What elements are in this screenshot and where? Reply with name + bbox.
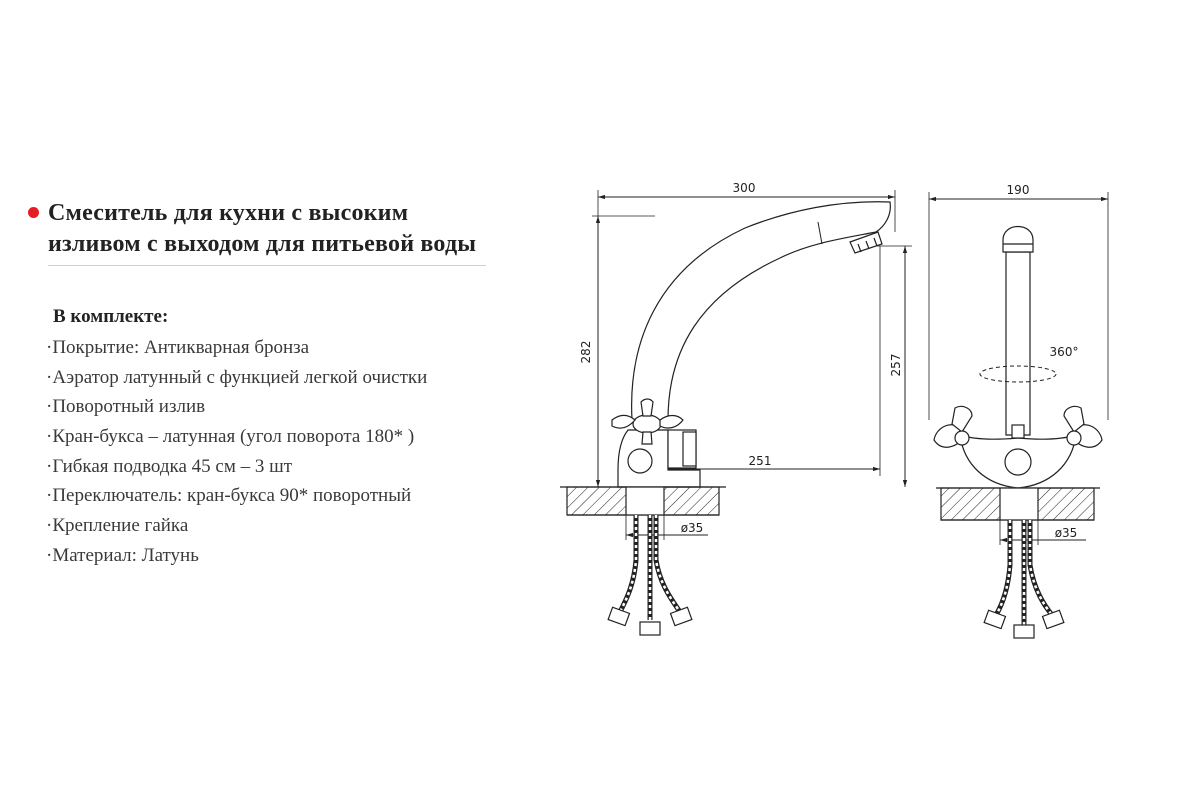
handle-cross-icon xyxy=(611,398,684,474)
product-title-line-1: Смеситель для кухни с высоким xyxy=(48,200,409,226)
product-title: Смеситель для кухни с высоким изливом с … xyxy=(48,198,568,260)
kit-label: В комплекте: xyxy=(53,306,169,327)
dimension-label: 251 xyxy=(749,454,772,468)
dimension-reach-251: 251 xyxy=(665,246,881,476)
hose-nut-icon xyxy=(983,609,1065,639)
spout-column xyxy=(1005,251,1031,436)
front-view: 190 360° xyxy=(928,183,1109,639)
spec-item: ·Кран-букса – латунная (угол поворота 18… xyxy=(46,426,415,448)
dimension-hole-diameter: ø35 xyxy=(625,515,708,540)
dimension-label: 300 xyxy=(733,181,756,195)
spout-outline xyxy=(631,201,891,421)
rotation-indicator: 360° xyxy=(979,345,1079,383)
dimension-height-257: 257 xyxy=(872,245,912,487)
dimension-label: 282 xyxy=(579,341,593,364)
spec-item: ·Аэратор латунный с функцией легкой очис… xyxy=(46,366,428,388)
title-bullet-icon xyxy=(28,207,39,218)
spec-list: ·Покрытие: Антикварная бронза ·Аэратор л… xyxy=(46,333,427,571)
spec-item: ·Материал: Латунь xyxy=(46,544,199,566)
spec-item: ·Переключатель: кран-букса 90* поворотны… xyxy=(46,485,412,507)
spec-item: ·Крепление гайка xyxy=(46,515,189,537)
spec-item: ·Поворотный излив xyxy=(46,396,206,418)
flexible-hoses xyxy=(617,515,683,620)
dimension-hole-diameter: ø35 xyxy=(999,520,1086,545)
dimension-label: ø35 xyxy=(681,521,704,535)
rotation-label: 360° xyxy=(1050,345,1079,359)
spec-item: ·Покрытие: Антикварная бронза xyxy=(46,337,310,358)
dimension-width-300: 300 xyxy=(597,181,896,232)
flexible-hoses xyxy=(993,520,1054,625)
dimension-width-190: 190 xyxy=(928,183,1109,420)
dimension-label: ø35 xyxy=(1055,526,1078,540)
aerator xyxy=(1002,226,1034,253)
side-view: 300 282 257 251 xyxy=(560,181,912,636)
hose-nut-icon xyxy=(607,606,693,636)
handle-cross-icon xyxy=(933,405,973,448)
handle-cross-icon xyxy=(1063,405,1103,448)
dimension-height-282: 282 xyxy=(579,215,655,487)
product-title-line-2: изливом с выходом для питьевой воды xyxy=(48,231,477,257)
spec-item: ·Гибкая подводка 45 см – 3 шт xyxy=(46,455,293,477)
dimension-label: 257 xyxy=(889,354,903,377)
dimension-label: 190 xyxy=(1007,183,1030,197)
title-divider xyxy=(48,265,486,266)
